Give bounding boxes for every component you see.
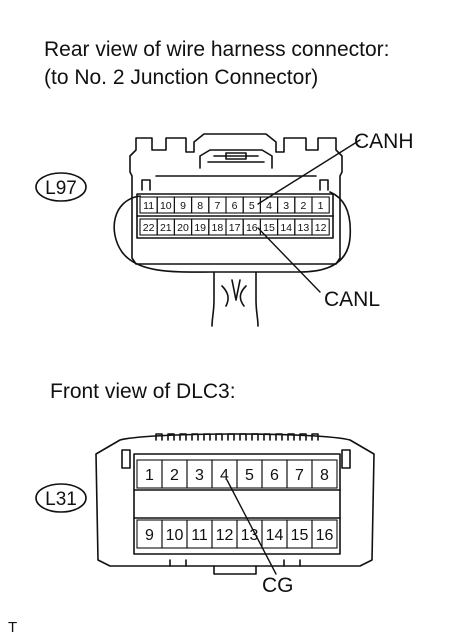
l97-pin-bottom-5: 17 (229, 222, 241, 234)
l31-pin-cell-bottom-7 (311, 519, 338, 549)
l97-pin-top-8: 3 (283, 200, 289, 212)
l31-pin-bottom-7: 16 (316, 527, 334, 544)
cg-label: CG (262, 574, 294, 597)
l97-latch (199, 149, 273, 169)
l97-pin-top-7: 4 (266, 200, 272, 212)
l97-tag-oval (35, 172, 87, 202)
l31-pin-top-0: 1 (145, 467, 154, 484)
l97-pin-top-0: 11 (143, 200, 154, 212)
l31-pin-top-1: 2 (170, 467, 179, 484)
l31-pin-bottom-3: 12 (216, 527, 234, 544)
l97-pin-bottom-0: 22 (143, 222, 155, 234)
l97-pin-top-1: 10 (160, 200, 172, 212)
l97-pin-bottom-1: 21 (160, 222, 172, 234)
l97-connector-body (129, 133, 343, 265)
l31-pin-top-4: 5 (245, 467, 254, 484)
l97-pin-top-9: 2 (300, 200, 306, 212)
l97-caption-line2: (to No. 2 Junction Connector) (44, 66, 319, 89)
l31-pin-top-7: 8 (320, 467, 329, 484)
cg-leader (226, 479, 277, 575)
l31-pin-bottom-0: 9 (145, 527, 154, 544)
l31-tag: L31 (45, 489, 77, 510)
canh-label: CANH (354, 130, 414, 153)
l31-pin-top-6: 7 (295, 467, 304, 484)
dlc3-left-key (121, 449, 131, 469)
l31-pin-top-3: 4 (220, 467, 229, 484)
l97-pin-bottom-8: 14 (280, 222, 292, 234)
l31-pin-cell-top-7 (311, 459, 338, 489)
dlc3-right-key (341, 449, 351, 469)
footer-mark: T (8, 619, 18, 636)
canh-leader (257, 139, 361, 205)
l97-pin-cell-top-10 (311, 196, 330, 214)
l97-pin-top-2: 9 (180, 200, 186, 212)
l97-latch-window (225, 152, 247, 160)
l97-keyways (141, 175, 329, 191)
l31-caption: Front view of DLC3: (50, 380, 236, 403)
l97-harness-loop (113, 191, 352, 273)
canl-label: CANL (324, 288, 381, 311)
l97-cable (211, 271, 259, 327)
l31-pin-bottom-1: 10 (166, 527, 184, 544)
l97-pin-top-4: 7 (214, 200, 220, 212)
l97-pin-bottom-6: 16 (246, 222, 258, 234)
l31-tag-oval (35, 483, 87, 513)
l31-pin-top-2: 3 (195, 467, 204, 484)
dlc3-top-teeth (155, 433, 319, 441)
l97-tag: L97 (45, 178, 77, 199)
l97-pin-cell-bottom-10 (311, 218, 330, 236)
l97-pin-top-3: 8 (197, 200, 203, 212)
l97-pin-top-5: 6 (232, 200, 238, 212)
l97-pin-top-6: 5 (249, 200, 255, 212)
l31-pin-bottom-2: 11 (191, 527, 208, 544)
l97-caption-line1: Rear view of wire harness connector: (44, 38, 390, 61)
l97-pin-bottom-9: 13 (298, 222, 310, 234)
l97-pin-bottom-7: 15 (263, 222, 275, 234)
l97-pin-bottom-10: 12 (315, 222, 327, 234)
canl-leader (257, 227, 321, 293)
l31-pin-bottom-5: 14 (266, 527, 284, 544)
l97-pin-top-10: 1 (318, 200, 324, 212)
l97-pin-bottom-4: 18 (212, 222, 224, 234)
l31-pin-top-5: 6 (270, 467, 279, 484)
l97-pin-bottom-3: 19 (194, 222, 206, 234)
l31-pin-bottom-6: 15 (291, 527, 309, 544)
l97-pin-bottom-2: 20 (177, 222, 189, 234)
dlc3-bottom-teeth (169, 559, 301, 575)
dlc3-pin-block (133, 453, 341, 555)
